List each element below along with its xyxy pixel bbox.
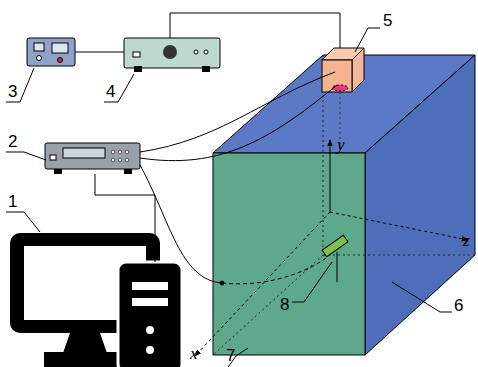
callout-number: 4 bbox=[106, 83, 115, 100]
axis-label: x bbox=[190, 345, 198, 362]
axes bbox=[195, 140, 468, 356]
callout-number: 2 bbox=[8, 133, 17, 150]
computer bbox=[10, 233, 182, 367]
axis-label: y bbox=[337, 136, 345, 153]
oscilloscope bbox=[45, 143, 140, 174]
callout-number: 6 bbox=[454, 297, 463, 314]
signal-generator bbox=[27, 38, 75, 66]
callout-number: 1 bbox=[8, 193, 17, 210]
axis-label: z bbox=[463, 232, 470, 249]
power-amplifier bbox=[124, 38, 220, 72]
leader-lines bbox=[6, 28, 452, 367]
wires bbox=[75, 13, 340, 285]
callout-number: 8 bbox=[280, 296, 289, 313]
transducer-box bbox=[322, 48, 364, 150]
callout-number: 3 bbox=[8, 83, 17, 100]
callout-number: 7 bbox=[226, 347, 235, 364]
callout-number: 5 bbox=[383, 12, 392, 29]
water-tank bbox=[213, 55, 475, 355]
